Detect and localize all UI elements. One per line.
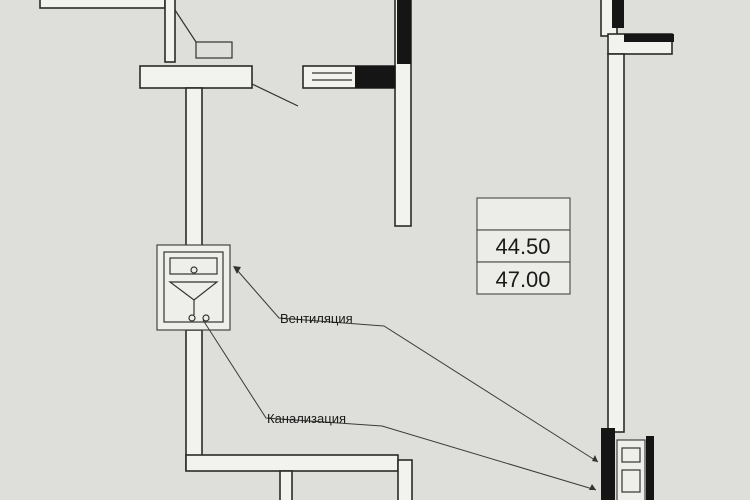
area-total-value: 47.00 bbox=[495, 267, 550, 292]
wall-left bbox=[185, 87, 413, 500]
area-total-cell bbox=[476, 261, 571, 295]
wall-top-left bbox=[39, 0, 299, 107]
area-living-cell bbox=[476, 229, 571, 263]
wall-middle bbox=[302, 0, 412, 227]
area-header-cell bbox=[476, 197, 571, 231]
window-block bbox=[195, 41, 233, 59]
ventilation-label: Вентиляция bbox=[280, 311, 353, 326]
area-living-value: 44.50 bbox=[495, 234, 550, 259]
sink-fixture bbox=[156, 244, 231, 331]
area-table: 44.50 47.00 bbox=[476, 197, 571, 295]
wall-right bbox=[600, 0, 674, 500]
sewage-label: Канализация bbox=[267, 411, 346, 426]
leader-lines bbox=[202, 266, 599, 491]
